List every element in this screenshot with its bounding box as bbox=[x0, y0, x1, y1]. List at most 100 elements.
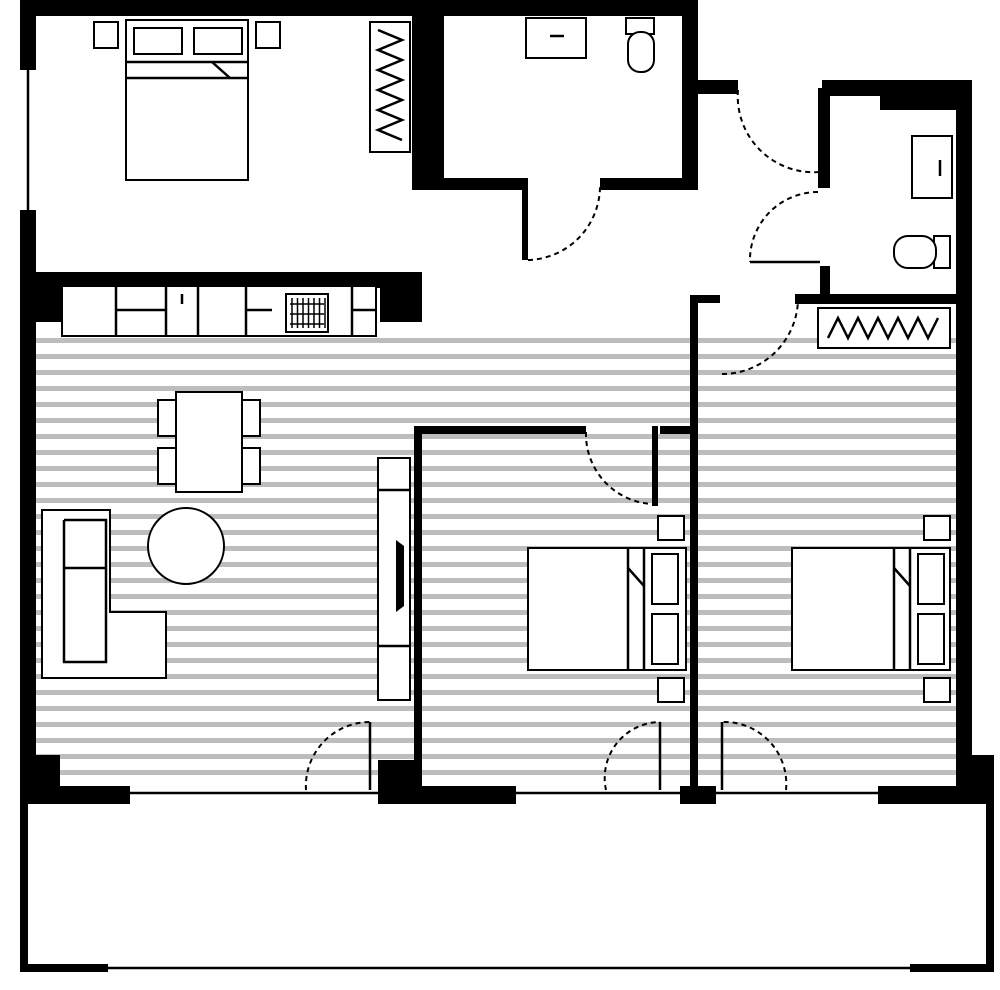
wall-bed2-door-jamb bbox=[652, 426, 658, 506]
wall-ensuite-right bbox=[682, 0, 698, 190]
tv-screen bbox=[396, 540, 404, 612]
floor-stripe bbox=[36, 434, 956, 439]
nightstand-bed3-2 bbox=[923, 677, 951, 703]
chair-2 bbox=[157, 447, 177, 485]
wall-right bbox=[956, 80, 972, 800]
wall-bedrooms-divider bbox=[690, 295, 698, 800]
nightstand-bed2-2 bbox=[657, 677, 685, 703]
chair-4 bbox=[241, 447, 261, 485]
bed-master-corner bbox=[211, 61, 231, 79]
wall-bed2-left bbox=[414, 426, 422, 800]
floor-stripe bbox=[36, 594, 956, 599]
wall-ensuite-left bbox=[412, 0, 444, 190]
wall-left-upper bbox=[20, 0, 36, 70]
floor-stripe bbox=[36, 706, 956, 711]
ensuite-bathroom bbox=[525, 17, 655, 261]
toilet-ensuite bbox=[627, 31, 655, 73]
floor-stripe bbox=[36, 722, 956, 727]
nightstand-bed2-1 bbox=[657, 515, 685, 541]
front-wall bbox=[20, 760, 994, 804]
bed-3-corner bbox=[893, 567, 911, 587]
floor-stripe bbox=[36, 498, 956, 503]
floor-stripe bbox=[36, 690, 956, 695]
living-dining bbox=[41, 391, 411, 791]
door-swing-bath2 bbox=[736, 89, 821, 174]
floor-stripe bbox=[36, 610, 956, 615]
wall-ensuite-door-jamb bbox=[522, 178, 528, 260]
floor-stripe bbox=[36, 626, 956, 631]
door-swing-bed2 bbox=[584, 431, 653, 505]
tv-unit bbox=[377, 457, 411, 701]
chair-3 bbox=[241, 399, 261, 437]
balcony-right-rail bbox=[986, 800, 994, 972]
wall-kitchen-back bbox=[36, 272, 422, 288]
floor-stripe bbox=[36, 418, 956, 423]
wall-bed2-top-right bbox=[660, 426, 694, 434]
floor-stripe bbox=[36, 578, 956, 583]
nightstand-bed3-1 bbox=[923, 515, 951, 541]
balcony-bottom-left bbox=[20, 964, 108, 972]
wall-top bbox=[20, 0, 698, 16]
front-wall-seg-1 bbox=[20, 786, 130, 804]
wall-left-lower bbox=[20, 210, 36, 800]
floor-stripe bbox=[36, 562, 956, 567]
wall-bath2-left-upper bbox=[818, 88, 830, 188]
interior-walls bbox=[36, 0, 970, 800]
wall-hall-stub bbox=[698, 80, 738, 94]
vanity-bath2 bbox=[911, 135, 953, 199]
chair-1 bbox=[157, 399, 177, 437]
floor-stripe bbox=[36, 546, 956, 551]
toilet-bath2 bbox=[893, 235, 937, 269]
wall-bed3-stub bbox=[690, 295, 720, 303]
floor-stripe bbox=[36, 370, 956, 375]
floor-stripe bbox=[36, 514, 956, 519]
coffee-table bbox=[147, 507, 225, 585]
wall-bed2-top bbox=[414, 426, 586, 434]
balcony bbox=[20, 800, 994, 972]
door-swing-bed3-balcony bbox=[721, 720, 788, 791]
balcony-left-rail bbox=[20, 800, 28, 972]
floor-stripe bbox=[36, 466, 956, 471]
balcony-bottom-right bbox=[910, 964, 994, 972]
floor-stripe bbox=[36, 738, 956, 743]
floor-stripe bbox=[36, 482, 956, 487]
front-wall-seg-4 bbox=[680, 786, 716, 804]
wall-ensuite-bottom-left bbox=[412, 178, 524, 190]
front-wall-seg-5 bbox=[878, 786, 994, 804]
nightstand-2 bbox=[255, 21, 281, 49]
floor-stripe bbox=[36, 386, 956, 391]
floor-stripe bbox=[36, 338, 956, 343]
kitchen bbox=[61, 285, 377, 337]
dining-table bbox=[175, 391, 243, 493]
door-swing-bath2-inner bbox=[748, 191, 819, 263]
bedroom-3 bbox=[720, 515, 951, 791]
pillow-1 bbox=[133, 27, 183, 55]
floor-stripe bbox=[36, 450, 956, 455]
nightstand-1 bbox=[93, 21, 119, 49]
wall-kitchen-left-stub bbox=[36, 272, 64, 322]
wall-bath2-left-lower bbox=[820, 266, 830, 300]
door-swing-bed2-balcony bbox=[603, 721, 661, 791]
floor-stripe bbox=[36, 674, 956, 679]
exterior-walls bbox=[20, 0, 994, 800]
sofa-back bbox=[62, 518, 108, 664]
wall-kitchen-end bbox=[380, 272, 422, 322]
stove-grid bbox=[290, 298, 326, 328]
wall-bath2-bottom bbox=[795, 294, 970, 304]
pillow-bed3-2 bbox=[917, 613, 945, 665]
stove bbox=[285, 293, 329, 333]
pillow-bed2-1 bbox=[651, 553, 679, 605]
front-wall-seg-3 bbox=[378, 786, 516, 804]
door-swing-bed3 bbox=[721, 299, 799, 375]
floor-stripe bbox=[36, 354, 956, 359]
floor-stripe bbox=[36, 642, 956, 647]
door-swing-ensuite bbox=[527, 185, 601, 261]
sofa bbox=[41, 509, 167, 679]
pillow-bed2-2 bbox=[651, 613, 679, 665]
floor-stripe bbox=[36, 754, 956, 759]
floor-stripe bbox=[36, 402, 956, 407]
floor-stripe bbox=[36, 658, 956, 663]
wardrobe-master bbox=[369, 21, 411, 153]
wall-ensuite-bottom-right bbox=[600, 178, 698, 190]
